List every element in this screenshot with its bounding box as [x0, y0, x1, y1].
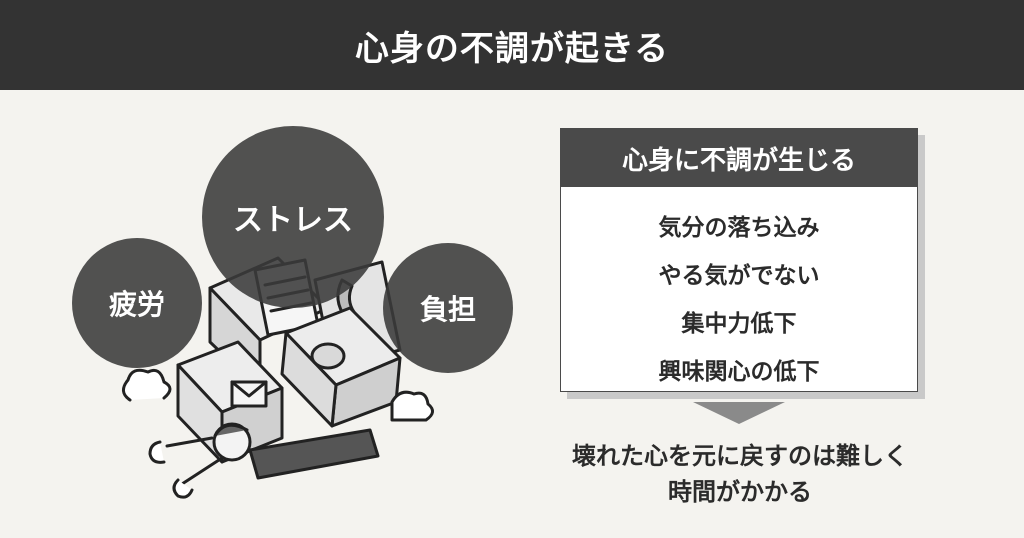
- symptom-list: 気分の落ち込み やる気がでない 集中力低下 興味関心の低下: [561, 187, 917, 393]
- symptom-card: 心身に不調が生じる 気分の落ち込み やる気がでない 集中力低下 興味関心の低下: [560, 128, 918, 392]
- burden-circle: 負担: [383, 243, 513, 373]
- symptom-item: 集中力低下: [681, 311, 797, 337]
- down-arrow-icon: [693, 402, 785, 424]
- symptom-item: やる気がでない: [658, 263, 820, 289]
- symptom-item: 気分の落ち込み: [658, 215, 820, 241]
- fatigue-circle: 疲労: [72, 238, 202, 368]
- conclusion-line: 時間がかかる: [668, 478, 812, 506]
- stress-circle: ストレス: [202, 126, 384, 308]
- conclusion-line: 壊れた心を元に戻すのは難しく: [572, 442, 908, 470]
- page-title: 心身の不調が起きる: [0, 0, 1024, 90]
- conclusion-text: 壊れた心を元に戻すのは難しく 時間がかかる: [520, 438, 960, 510]
- symptom-card-title: 心身に不調が生じる: [561, 129, 917, 187]
- symptom-item: 興味関心の低下: [658, 359, 820, 385]
